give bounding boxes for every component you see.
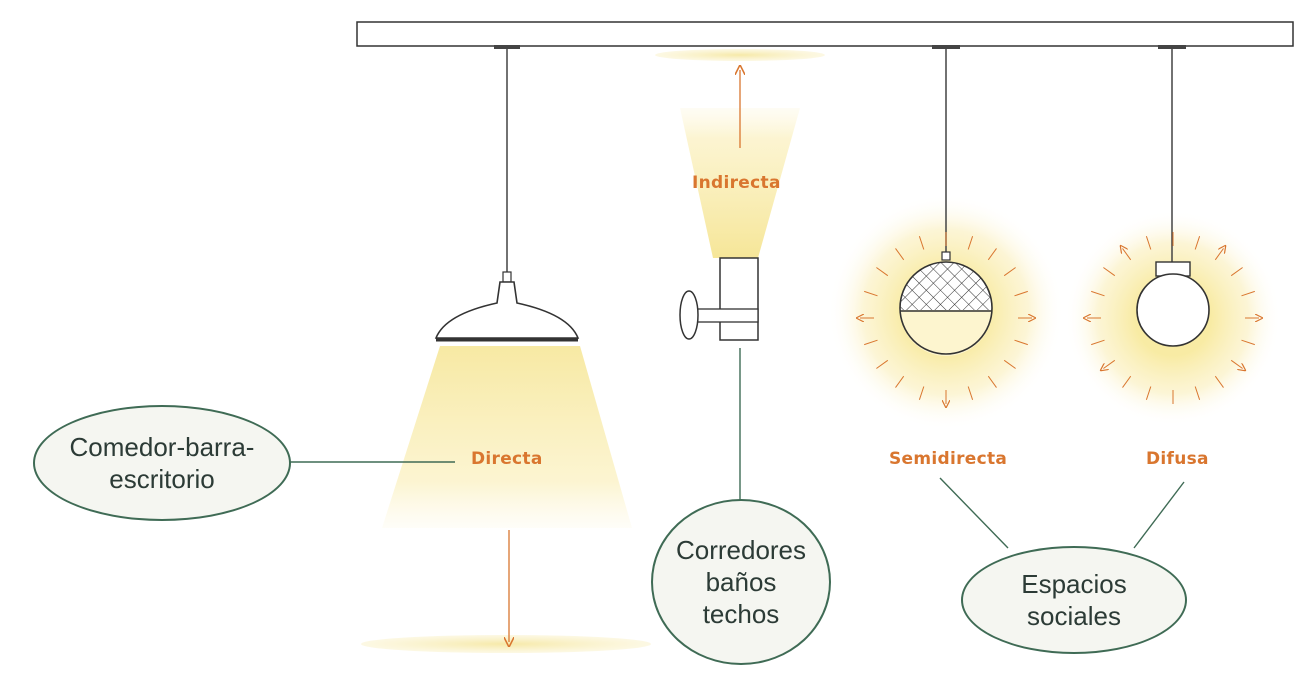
connector-lines [290,348,1185,549]
bubble-espacios-sociales: Espacios sociales [961,546,1187,654]
bubble-corredores-line-2: baños [705,567,777,597]
diffuse-light-rays [1087,232,1259,404]
light-ray [1103,359,1116,368]
light-ray [1003,267,1016,277]
light-ray [1122,375,1132,388]
direct-pendant-lamp [361,45,651,653]
ceiling-track [356,21,1294,47]
semidirect-light-rays [860,232,1032,404]
label-indirecta: Indirecta [692,173,781,193]
light-ray [1194,386,1201,400]
light-ray [1123,248,1132,261]
light-ray [864,290,878,297]
bubble-comedor-line-2: escritorio [109,464,215,494]
light-ray [1194,236,1201,250]
light-ray [1003,359,1016,369]
light-ray [967,236,974,250]
light-ray [918,386,925,400]
light-ray [987,248,997,261]
light-ray [918,236,925,250]
label-difusa: Difusa [1146,449,1209,469]
bubble-espacios-line-1: Espacios [1021,569,1127,599]
light-ray [1230,359,1242,368]
light-ray [987,375,997,388]
light-ray [1103,267,1116,277]
light-ray [895,375,905,388]
bubble-corredores-banos-techos: Corredores baños techos [651,499,831,665]
light-ray [1214,375,1224,388]
bubble-corredores-line-3: techos [702,599,780,629]
light-ray [1014,290,1028,297]
diffuse-pendant-lamp [1065,45,1281,426]
light-ray [1091,339,1105,346]
light-ray [1241,290,1255,297]
light-ray [1014,339,1028,346]
light-ray [967,386,974,400]
semidirect-pendant-lamp [828,45,1064,430]
bubble-espacios-line-2: sociales [1027,601,1121,631]
bubble-comedor-line-1: Comedor-barra- [69,432,255,462]
light-ray [1214,248,1223,261]
light-ray [1241,339,1255,346]
light-ray [876,359,889,369]
light-ray [895,248,905,261]
indirect-wall-lamp [655,49,825,341]
label-semidirecta: Semidirecta [889,449,1008,469]
light-ray [1230,267,1243,277]
bubble-corredores-line-1: Corredores [675,535,807,565]
light-ray [864,339,878,346]
light-ray [876,267,889,277]
light-ray [1091,290,1105,297]
bubble-comedor-barra-escritorio: Comedor-barra- escritorio [33,405,291,521]
light-ray [1145,236,1152,250]
light-ray [1145,386,1152,400]
label-directa: Directa [471,449,543,469]
